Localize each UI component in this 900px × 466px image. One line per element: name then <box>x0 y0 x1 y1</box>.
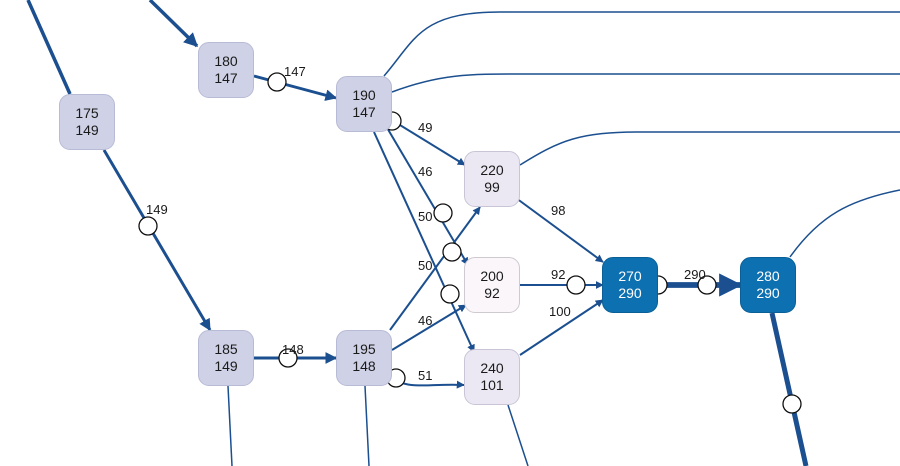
node-id-label: 200 <box>480 268 504 284</box>
edge-label-n195-n200: 46 <box>418 313 433 328</box>
edge-n220-n270[interactable] <box>515 197 604 263</box>
edge-handle-280-out[interactable] <box>782 394 802 414</box>
node-id-label: 240 <box>480 360 504 376</box>
node-value-label: 149 <box>75 122 99 138</box>
node-value-label: 148 <box>352 358 376 374</box>
edge-label-n190-n220: 49 <box>418 120 433 135</box>
edge-outgoing-220 <box>519 131 900 166</box>
node-id-label: 270 <box>618 268 642 284</box>
node-id-label: 185 <box>214 341 238 357</box>
node-value-label: 147 <box>214 70 238 86</box>
node-value-label: 290 <box>756 285 780 301</box>
node-id-label: 280 <box>756 268 780 284</box>
edge-handle-n185-n195[interactable] <box>278 348 298 368</box>
edge-handle-n200-n270[interactable] <box>566 275 586 295</box>
edge-handle-n190-n240[interactable] <box>440 284 460 304</box>
edge-n175-n185[interactable] <box>102 149 212 332</box>
edge-label-n190-n240: 50 <box>418 209 433 224</box>
edge-n195-n220[interactable] <box>389 206 481 331</box>
edge-outgoing-190-a <box>383 11 900 77</box>
edge-label-n185-n195: 148 <box>282 342 304 357</box>
node-value-label: 147 <box>352 104 376 120</box>
edge-outgoing-190-b <box>391 73 900 93</box>
node-id-label: 180 <box>214 53 238 69</box>
edge-handle-n175-n185[interactable] <box>138 216 158 236</box>
edge-handle-n195-n220[interactable] <box>442 242 462 262</box>
edge-label-n195-n220: 50 <box>418 258 433 273</box>
node-id-label: 220 <box>480 162 504 178</box>
edge-outgoing-185 <box>227 385 233 466</box>
edge-label-n220-n270: 98 <box>551 203 566 218</box>
edge-handle-n270-n280-b[interactable] <box>697 275 717 295</box>
edge-n190-n240[interactable] <box>373 131 475 353</box>
edge-label-n195-n240: 51 <box>418 368 433 383</box>
edge-incoming-180 <box>148 0 199 48</box>
edge-label-n180-n190: 147 <box>284 64 306 79</box>
edge-label-n270-n280: 290 <box>684 267 706 282</box>
edge-label-n240-n270: 100 <box>549 304 571 319</box>
edge-outgoing-280-main <box>769 312 809 466</box>
node-value-label: 99 <box>484 179 500 195</box>
node-id-label: 190 <box>352 87 376 103</box>
edge-label-n190-n200: 46 <box>418 164 433 179</box>
node-value-label: 101 <box>480 377 504 393</box>
node-value-label: 290 <box>618 285 642 301</box>
edge-label-n175-n185: 149 <box>146 202 168 217</box>
edge-n240-n270[interactable] <box>519 299 604 356</box>
edge-n195-n200[interactable] <box>391 304 467 351</box>
edge-outgoing-240 <box>507 404 529 466</box>
node-value-label: 92 <box>484 285 500 301</box>
edge-handle-n180-n190[interactable] <box>267 72 287 92</box>
node-id-label: 175 <box>75 105 99 121</box>
edge-outgoing-280 <box>789 189 900 258</box>
handle-layer <box>138 72 802 414</box>
edge-handle-n190-n200[interactable] <box>433 203 453 223</box>
edge-n180-n190[interactable] <box>253 74 338 101</box>
node-value-label: 149 <box>214 358 238 374</box>
edge-label-n200-n270: 92 <box>551 267 566 282</box>
edge-incoming-175 <box>26 0 72 95</box>
node-id-label: 195 <box>352 341 376 357</box>
edge-outgoing-195 <box>364 385 370 466</box>
